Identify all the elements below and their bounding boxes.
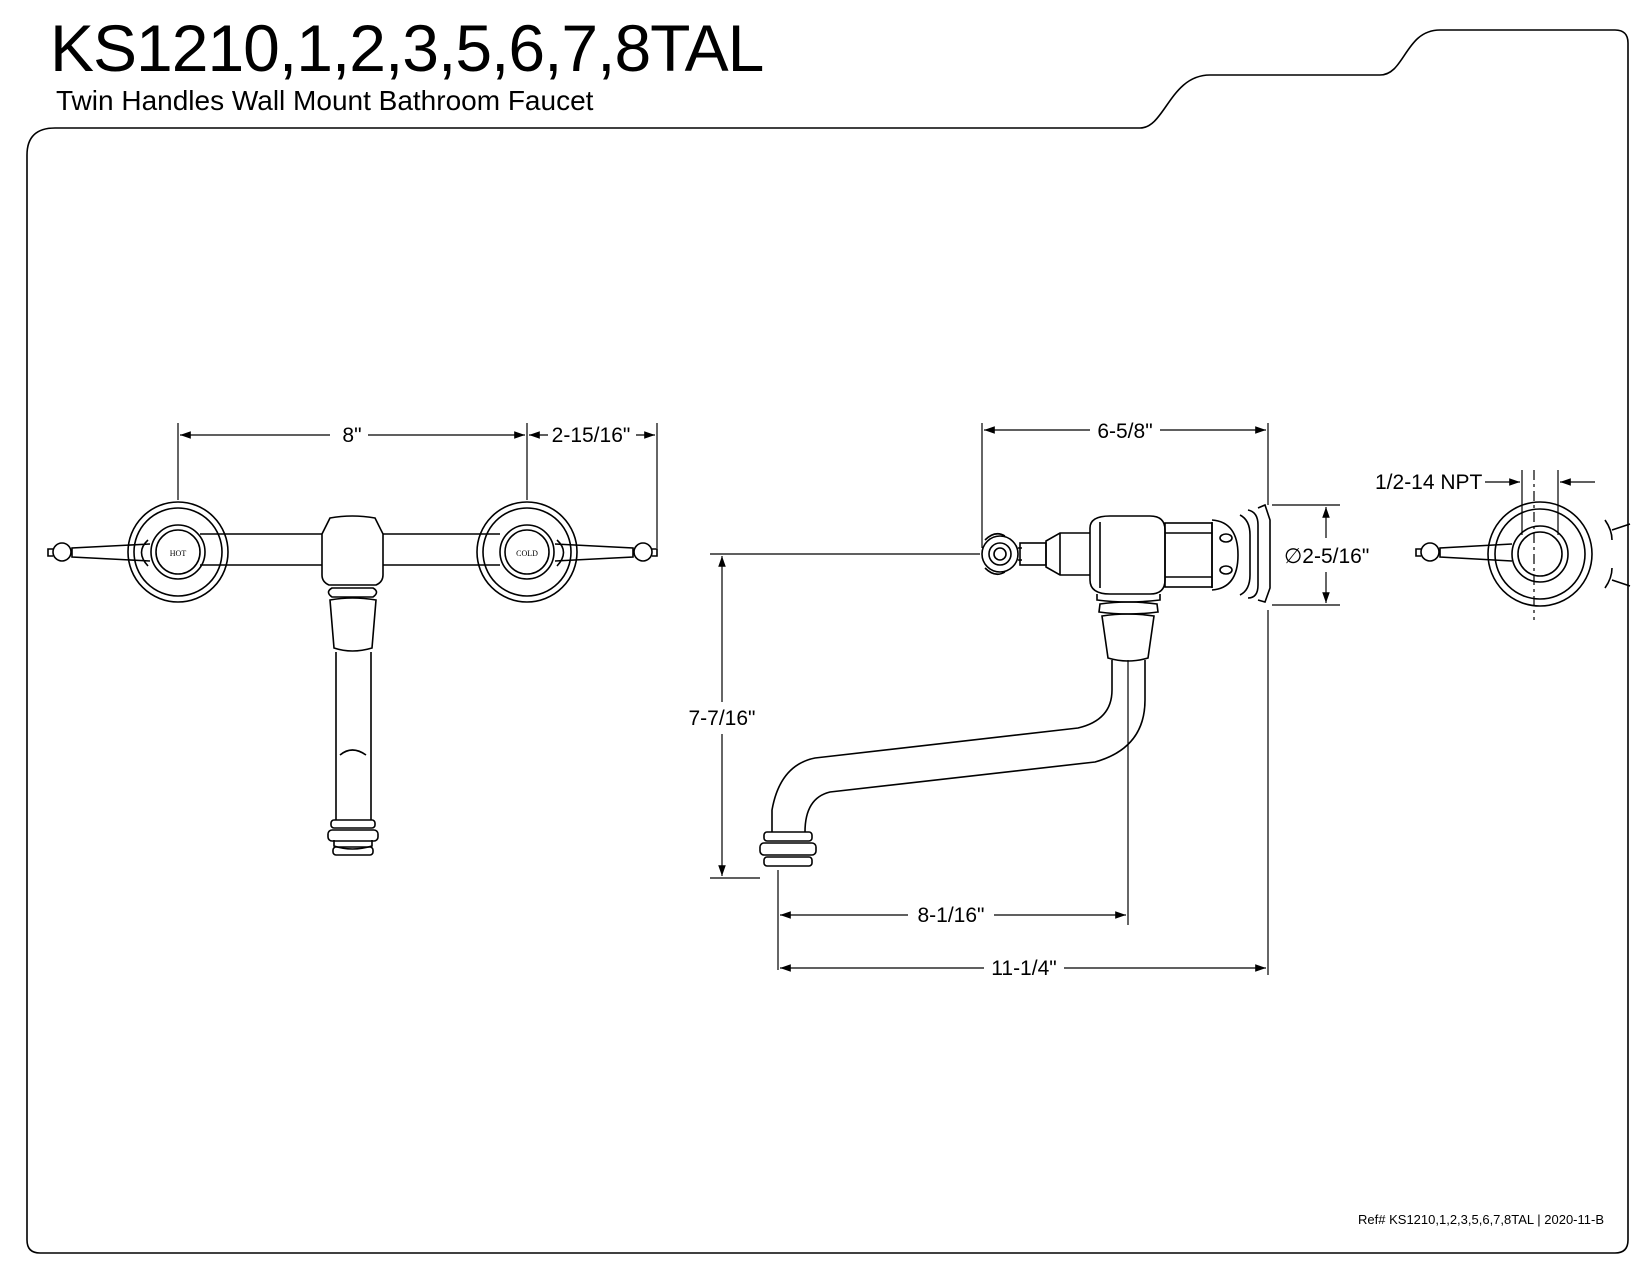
cold-label: COLD [516, 549, 538, 558]
front-view [47, 501, 658, 856]
front-dimension-lines [177, 423, 658, 548]
dim-body-depth: 6-5/8" [1097, 420, 1152, 443]
reference-number: Ref# KS1210,1,2,3,5,6,7,8TAL | 2020-11-B [1358, 1212, 1604, 1227]
drawing-border [26, 29, 1629, 1254]
dim-center-spacing: 8" [342, 424, 361, 447]
side-dimension-lines [710, 423, 1340, 975]
dim-flange-diameter: ∅2-5/16" [1284, 545, 1369, 568]
page-subtitle: Twin Handles Wall Mount Bathroom Faucet [56, 85, 594, 116]
end-view [1415, 501, 1631, 607]
end-dimension-lines [1485, 470, 1595, 620]
dim-connection: 1/2-14 NPT [1375, 471, 1483, 494]
page-title: KS1210,1,2,3,5,6,7,8TAL [50, 11, 764, 85]
dim-spout-reach: 8-1/16" [918, 904, 985, 927]
side-view [759, 503, 1271, 867]
dim-overall-reach: 11-1/4" [991, 957, 1056, 980]
dim-handle-overhang: 2-15/16" [552, 424, 631, 447]
dim-spout-height: 7-7/16" [689, 707, 756, 730]
hot-label: HOT [170, 549, 187, 558]
